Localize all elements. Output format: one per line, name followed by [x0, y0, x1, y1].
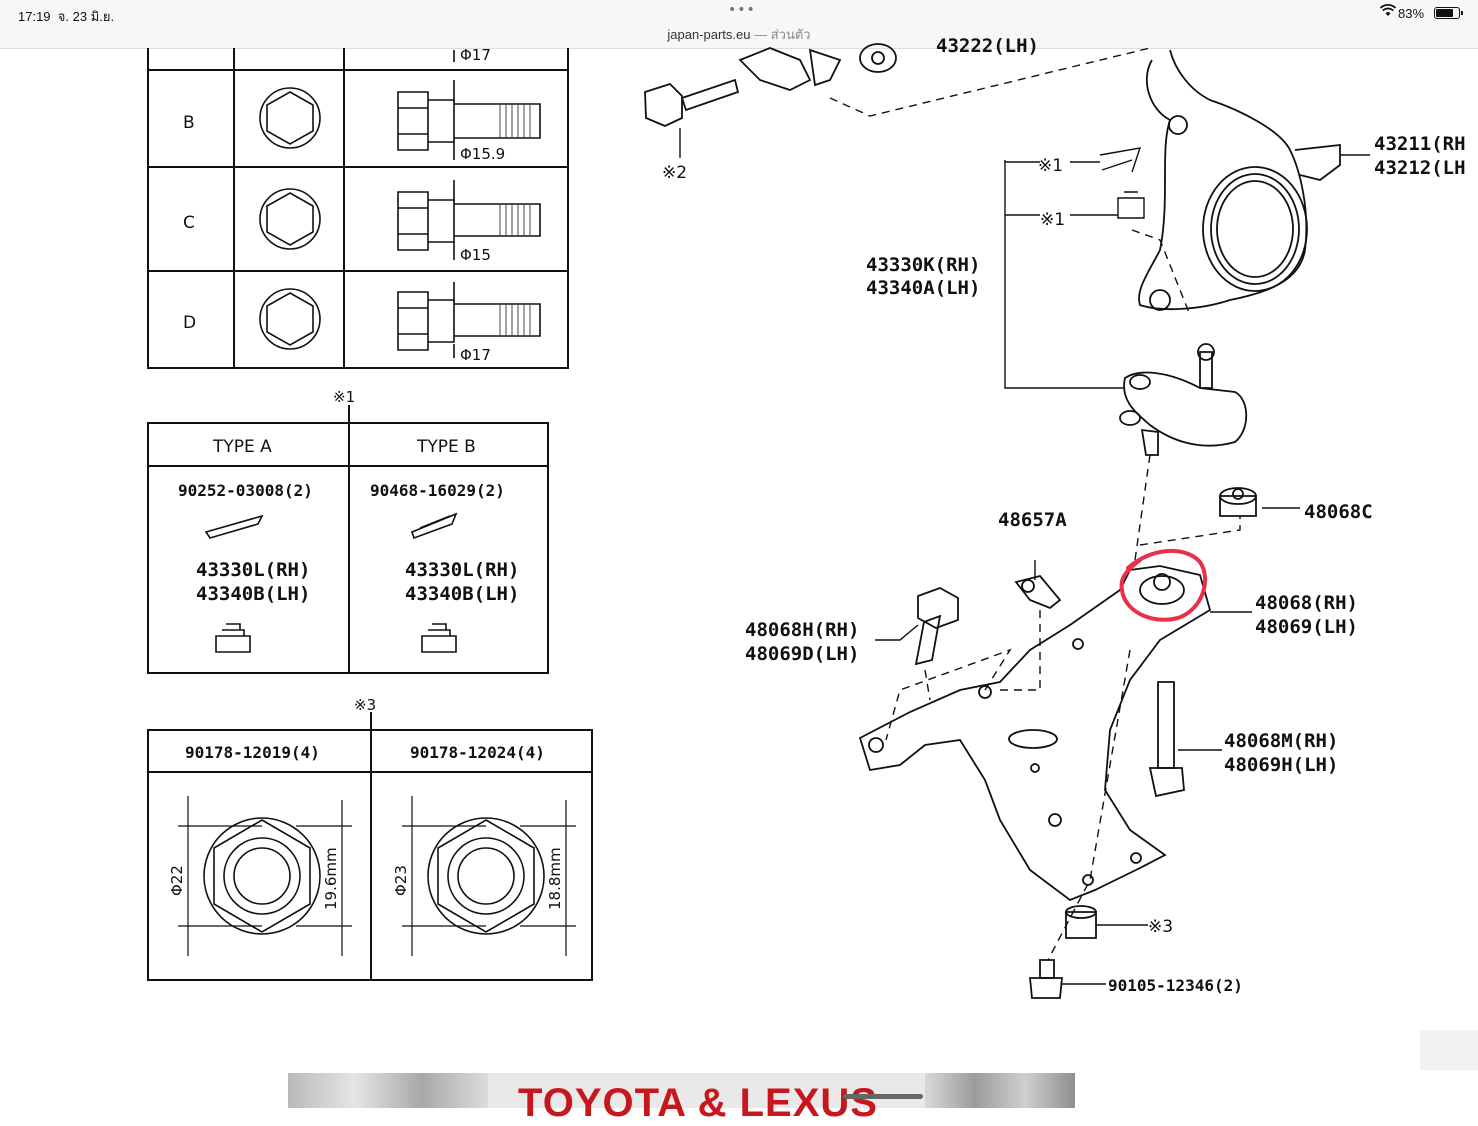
bolt-icon [914, 587, 959, 666]
cotter-pin-icon [204, 514, 264, 539]
part-number: 48068C [1304, 501, 1373, 523]
row-type-label: C [183, 213, 195, 233]
banner-brand-text: TOYOTA & LEXUS [518, 1081, 878, 1125]
page-edge [1420, 1030, 1478, 1070]
nut-icon [1065, 905, 1097, 939]
column-header: 90178-12019(4) [185, 743, 320, 762]
hex-head-icon [259, 87, 321, 350]
table-marker: ※3 [354, 696, 376, 714]
part-number: 43212(LH [1374, 157, 1466, 179]
highlight-circle [1119, 549, 1207, 622]
part-number: 48069H(LH) [1224, 754, 1338, 776]
tab-dots-icon[interactable]: ••• [728, 2, 756, 18]
nut-icon [1219, 487, 1257, 517]
cotter-pin-icon [411, 512, 458, 540]
note-marker: ※2 [662, 163, 687, 183]
banner-image [288, 1073, 488, 1108]
status-bar: 17:19 จ. 23 มิ.ย. ••• japan-parts.eu — ส… [0, 0, 1478, 49]
table-marker: ※1 [333, 388, 355, 406]
cotter-pin-icon [1099, 147, 1142, 173]
bolt-icon [644, 78, 740, 127]
bracket-icon [1014, 574, 1062, 610]
hex-nut-icon [427, 817, 545, 935]
nut-size-table [147, 712, 593, 981]
part-number: 48069(LH) [1255, 616, 1358, 638]
castle-nut-icon [1117, 191, 1145, 219]
part-number: 43340A(LH) [866, 277, 980, 299]
part-number: 43340B(LH) [196, 583, 310, 605]
bolt-side-icon [397, 91, 541, 351]
part-number: 48069D(LH) [745, 643, 859, 665]
column-header: TYPE A [212, 437, 272, 457]
part-number: 48068H(RH) [745, 619, 859, 641]
bottom-banner[interactable]: TOYOTA & LEXUS [288, 1073, 1075, 1125]
part-number: 48068M(RH) [1224, 730, 1338, 752]
scroll-indicator[interactable] [843, 1094, 923, 1099]
part-number: 48657A [998, 509, 1067, 531]
part-number: 90105-12346(2) [1108, 976, 1243, 995]
part-number: 48068(RH) [1255, 592, 1358, 614]
row-type-label: B [183, 113, 195, 133]
dia-label: Φ15.9 [460, 145, 505, 163]
nut-height: 19.6mm [322, 847, 340, 910]
castle-nut-icon [215, 623, 251, 653]
nut-height: 18.8mm [546, 847, 564, 910]
nut-diameter: Φ23 [392, 865, 410, 896]
part-number: 43330L(RH) [405, 559, 519, 581]
steering-knuckle [1138, 49, 1341, 311]
part-number: 43340B(LH) [405, 583, 519, 605]
part-number: 43211(RH [1374, 133, 1466, 155]
banner-image [925, 1073, 1075, 1108]
part-number: 90468-16029(2) [370, 481, 505, 500]
battery-icon [1434, 7, 1463, 19]
castle-nut-icon [421, 623, 457, 653]
note-marker: ※3 [1148, 917, 1173, 937]
status-time: 17:19 จ. 23 มิ.ย. [18, 9, 115, 24]
part-number: 90252-03008(2) [178, 481, 313, 500]
lower-control-arm [858, 565, 1212, 902]
column-header: 90178-12024(4) [410, 743, 545, 762]
bolt-icon [1029, 959, 1063, 999]
nut-diameter: Φ22 [168, 865, 186, 896]
part-number: 43330L(RH) [196, 559, 310, 581]
wifi-icon [1379, 4, 1397, 22]
bolt-type-table [147, 48, 569, 369]
dia-label: Φ17 [460, 346, 491, 364]
cotter-type-table [147, 405, 549, 674]
row-type-label: D [183, 313, 196, 333]
part-number: 43330K(RH) [866, 254, 980, 276]
upper-parts [738, 43, 897, 91]
column-header: TYPE B [416, 437, 476, 457]
bolt-icon [1148, 681, 1185, 798]
part-number: 43222(LH) [936, 35, 1039, 57]
address-bar[interactable]: japan-parts.eu — ส่วนตัว [667, 27, 811, 42]
parts-diagram: Φ17 B Φ15.9 C Φ15 D Φ17 ※1 TYPE A TYPE B… [147, 35, 1466, 999]
note-marker: ※1 [1040, 210, 1065, 230]
dia-label: Φ15 [460, 246, 491, 264]
dia-label-top: Φ17 [460, 46, 491, 64]
battery-percent: 83% [1398, 6, 1425, 21]
hex-nut-icon [203, 817, 321, 935]
note-marker: ※1 [1038, 156, 1063, 176]
ball-joint [1119, 343, 1248, 456]
